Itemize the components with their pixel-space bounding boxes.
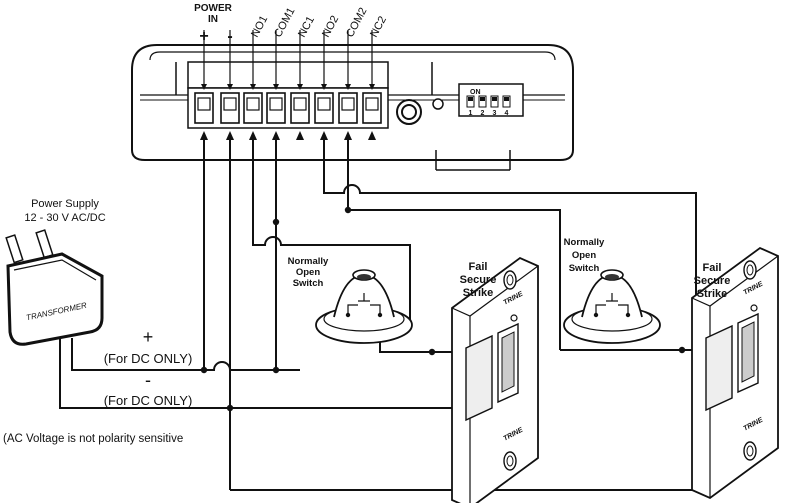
- label-line: Strike: [463, 287, 494, 299]
- terminal-label: COM2: [344, 6, 370, 40]
- power-supply-title: Power Supply: [31, 198, 99, 210]
- label-line: Fail: [703, 262, 722, 274]
- terminal-guide-arrow: [250, 84, 256, 90]
- dip-number: 4: [505, 110, 509, 117]
- terminal-screw: [293, 97, 307, 111]
- terminal-guide-arrow: [227, 84, 233, 90]
- terminal-label: NO2: [320, 14, 341, 40]
- terminal-label: NO1: [249, 14, 270, 40]
- ac-note: (AC Voltage is not polarity sensitive: [3, 433, 183, 445]
- strike-small-screw: [750, 304, 758, 312]
- dip-toggle: [490, 95, 499, 108]
- terminal-screw: [269, 97, 283, 111]
- strike-screw-hole-inner: [506, 274, 514, 286]
- dip-toggle-knob: [504, 97, 509, 101]
- terminal-label: NC2: [368, 14, 389, 39]
- switch-terminal: [345, 312, 351, 318]
- terminal-label: NC1: [296, 14, 317, 39]
- label-line: Normally: [288, 256, 329, 267]
- label-line: Strike: [697, 288, 728, 300]
- switch-terminal: [593, 312, 599, 318]
- plus-sign: +: [143, 327, 154, 347]
- wire-arrow: [296, 131, 304, 140]
- polarity-notes: + (For DC ONLY) - (For DC ONLY) (AC Volt…: [3, 327, 192, 445]
- terminal-guide-arrow: [369, 84, 375, 90]
- terminal-screw: [317, 97, 331, 111]
- terminal-guide-arrow: [273, 84, 279, 90]
- terminal-guide-arrow: [321, 84, 327, 90]
- dip-switch: ON 1 2 3 4: [458, 83, 524, 117]
- dc-plus-note: (For DC ONLY): [104, 351, 193, 366]
- terminal-screw: [197, 97, 211, 111]
- dip-on-label: ON: [470, 89, 481, 96]
- power-supply: Power Supply 12 - 30 V AC/DC TRANSFORMER: [5, 198, 106, 346]
- terminal-guide-arrow: [345, 84, 351, 90]
- strike-keeper: [705, 324, 733, 412]
- strike-screw-hole-inner: [506, 455, 514, 467]
- minus-sign: -: [145, 370, 151, 390]
- wire-junctions: [200, 206, 686, 412]
- dip-number: 3: [493, 110, 497, 117]
- terminal-screw: [341, 97, 355, 111]
- dip-toggle-knob: [480, 97, 485, 101]
- switch-contact-symbol: [595, 293, 629, 315]
- strike-small-screw: [510, 314, 518, 322]
- label-line: Switch: [569, 263, 600, 274]
- switch-contact-symbol: [347, 293, 381, 315]
- wire-arrow: [368, 131, 376, 140]
- label-line: Open: [572, 250, 596, 261]
- dip-number: 1: [469, 110, 473, 117]
- strike-latch-window: [501, 331, 515, 393]
- dip-toggle: [478, 95, 487, 108]
- label-line: Open: [296, 267, 320, 278]
- status-led-ring: [396, 98, 444, 125]
- label-line: Switch: [293, 278, 324, 289]
- label-line: Secure: [694, 275, 731, 287]
- dip-number: 2: [481, 110, 485, 117]
- power-in-label-line1: POWER: [194, 3, 233, 14]
- strike-screw-hole-inner: [746, 445, 754, 457]
- label-line: Normally: [564, 237, 605, 248]
- terminal-screw: [246, 97, 260, 111]
- terminal-screw: [223, 97, 237, 111]
- terminal-strip: [194, 30, 382, 140]
- strike-screw-hole-inner: [746, 264, 754, 276]
- power-supply-rating: 12 - 30 V AC/DC: [24, 212, 105, 224]
- switch-terminal: [377, 312, 383, 318]
- terminal-label: +: [199, 28, 208, 45]
- dip-toggle-knob: [468, 97, 473, 101]
- terminal-guide-arrow: [297, 84, 303, 90]
- switch-1: [315, 269, 413, 344]
- dip-toggle: [502, 95, 511, 108]
- switch-button-top: [357, 274, 371, 280]
- dip-toggle-knob: [492, 97, 497, 101]
- strike-keeper: [465, 334, 493, 422]
- power-in-label-line2: IN: [208, 14, 218, 25]
- terminal-label: -: [227, 28, 232, 45]
- terminal-label: COM1: [272, 6, 298, 40]
- strike-latch-window: [741, 321, 755, 383]
- label-line: Fail: [469, 261, 488, 273]
- terminal-screw: [365, 97, 379, 111]
- switch-button-top: [605, 274, 619, 280]
- switch-terminal: [625, 312, 631, 318]
- terminal-guide-arrow: [201, 84, 207, 90]
- dip-toggle: [466, 95, 475, 108]
- dc-minus-note: (For DC ONLY): [104, 393, 193, 408]
- label-line: Secure: [460, 274, 497, 286]
- switch-2: [563, 269, 661, 344]
